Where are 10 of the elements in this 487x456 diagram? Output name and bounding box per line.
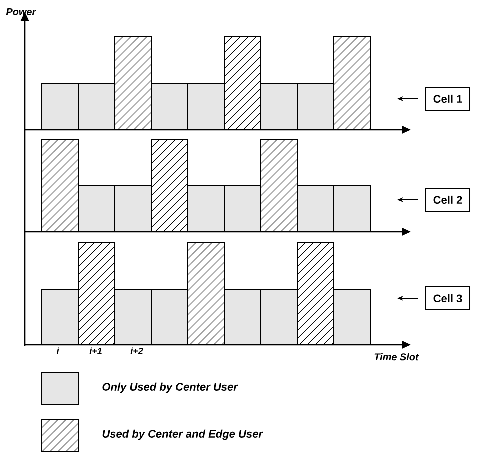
cell-label-box: Cell 2: [426, 188, 470, 212]
slot-label: i+1: [90, 348, 102, 354]
legend-text: Used by Center and Edge User: [102, 430, 264, 440]
axis-label: Time Slot: [374, 353, 420, 361]
slot-label: i+2: [130, 348, 144, 354]
slot-label: i: [56, 348, 60, 354]
axis-label: Power: [6, 8, 37, 16]
legend-text: Only Used by Center User: [102, 382, 238, 394]
cell-label-box: Cell 3: [426, 286, 470, 310]
cell-label-box: Cell 1: [426, 87, 470, 111]
